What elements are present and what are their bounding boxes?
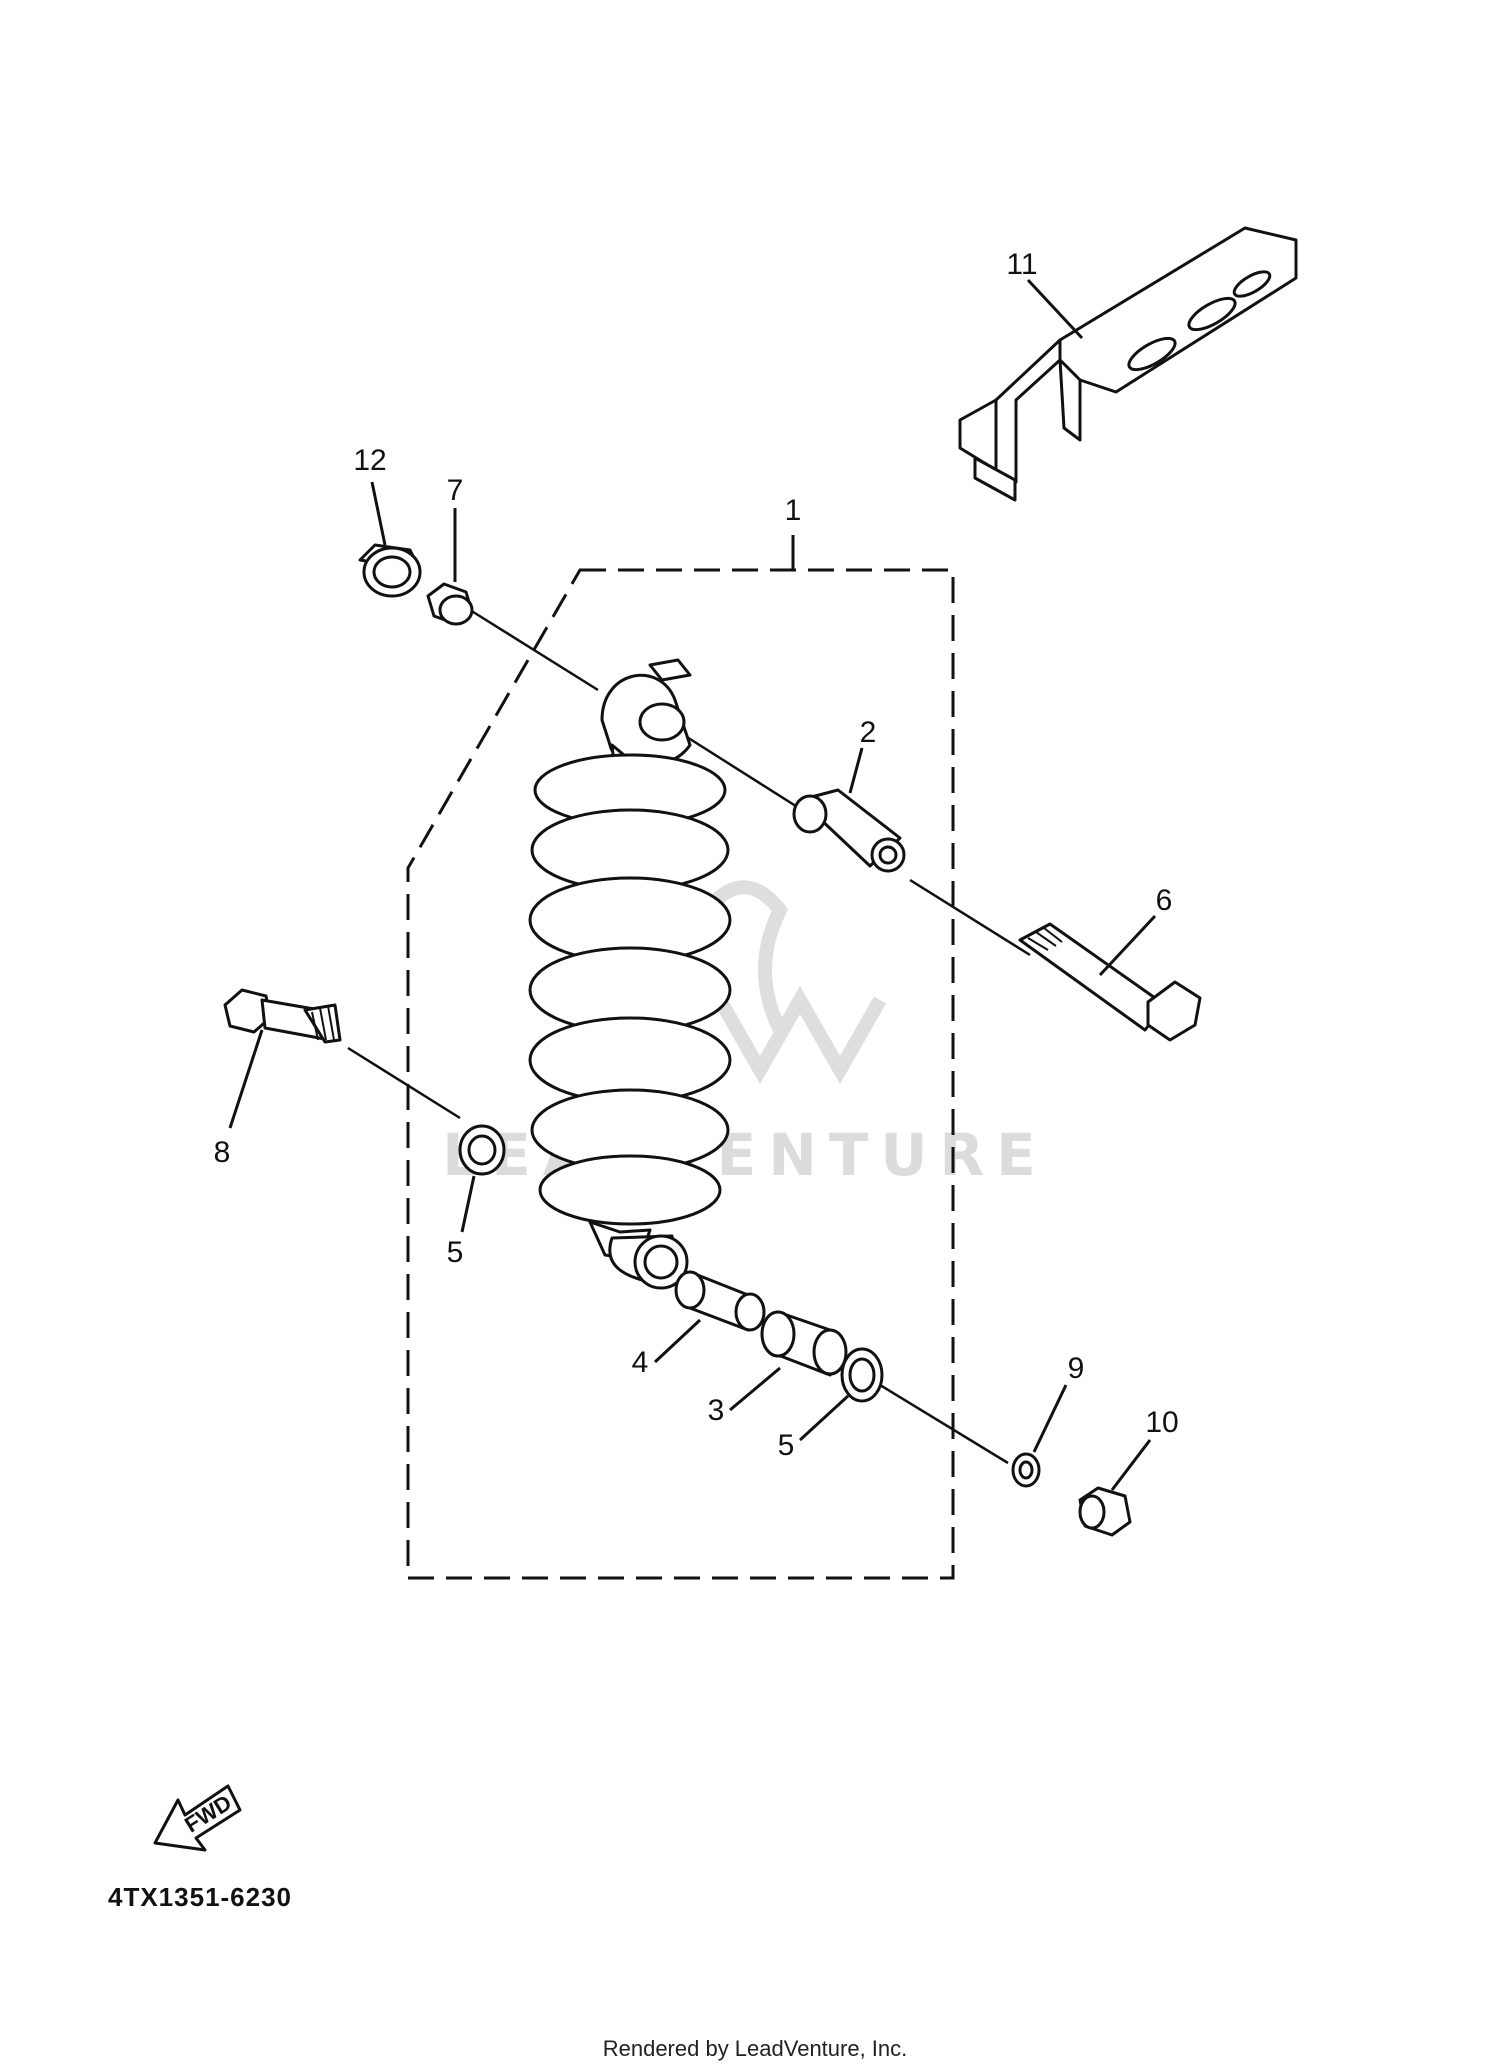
seal-right — [840, 1347, 884, 1403]
leader-12 — [370, 481, 387, 546]
watermark-logo — [694, 880, 887, 1085]
leader-5-right — [798, 1394, 850, 1442]
bolt-lower — [223, 988, 342, 1044]
collar-lower-inner — [674, 1270, 766, 1332]
leader-6 — [1098, 914, 1157, 977]
axis-upper-left — [469, 608, 599, 692]
leader-4 — [653, 1318, 702, 1364]
collar-lower-outer — [760, 1310, 848, 1377]
callout-4: 4 — [632, 1346, 649, 1379]
collar-upper — [792, 788, 906, 873]
callout-11: 11 — [1006, 248, 1037, 281]
bracket — [958, 226, 1298, 502]
callout-9: 9 — [1068, 1352, 1085, 1385]
axis-lower-right — [879, 1383, 1009, 1465]
footer-credit: Rendered by LeadVenture, Inc. — [603, 2036, 908, 2061]
leader-3 — [729, 1366, 781, 1412]
washer — [1011, 1452, 1041, 1488]
seal-left — [458, 1124, 506, 1176]
callout-7: 7 — [447, 474, 464, 507]
shock-absorber — [528, 658, 732, 1290]
callout-3: 3 — [708, 1394, 725, 1427]
callout-5-right: 5 — [778, 1429, 795, 1462]
callout-2: 2 — [860, 716, 877, 749]
callout-1: 1 — [785, 494, 802, 527]
leader-11 — [1026, 278, 1084, 340]
nut-lower — [1078, 1486, 1132, 1537]
leader-10 — [1110, 1439, 1152, 1491]
leader-9 — [1032, 1384, 1068, 1453]
fwd-arrow: FWD — [153, 1784, 242, 1852]
callout-12: 12 — [353, 444, 386, 477]
leader-5-left — [460, 1175, 476, 1233]
axis-lower-left — [347, 1046, 461, 1120]
cap — [358, 543, 422, 598]
callout-10: 10 — [1145, 1406, 1178, 1439]
assembly-boundary — [406, 568, 955, 1580]
callout-6: 6 — [1156, 884, 1173, 917]
leader-8 — [228, 1029, 264, 1129]
diagram-code: 4TX1351-6230 — [108, 1882, 292, 1912]
callout-5-left: 5 — [447, 1236, 464, 1269]
bolt-upper — [1018, 922, 1202, 1042]
axis-upper-right — [909, 878, 1031, 957]
leader-2 — [848, 747, 864, 794]
callout-8: 8 — [214, 1136, 231, 1169]
nut-upper — [426, 582, 474, 626]
